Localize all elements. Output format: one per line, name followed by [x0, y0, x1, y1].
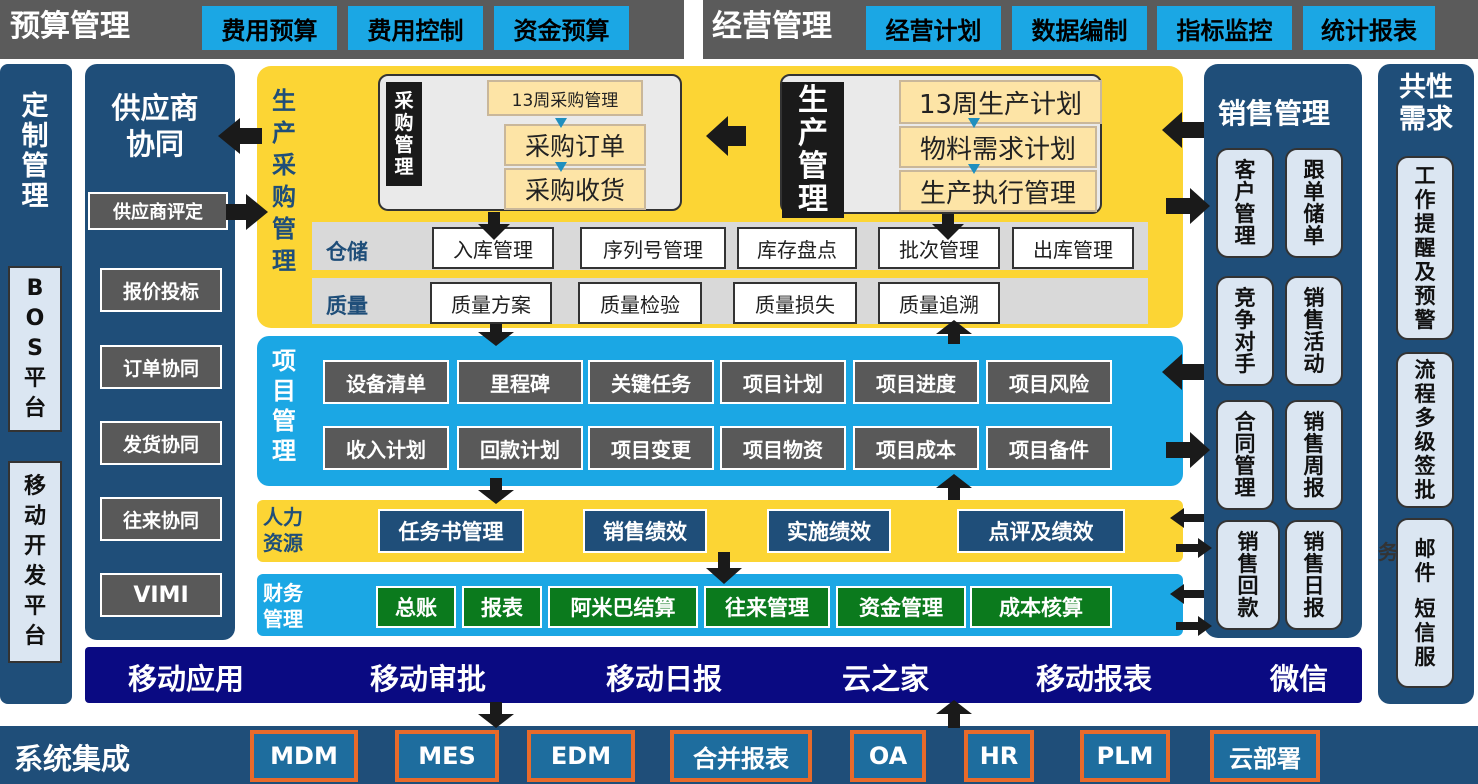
supplier-vimi[interactable]: VIMI — [100, 573, 222, 617]
mobile-approval[interactable]: 移动审批 — [370, 662, 487, 696]
budget-item-2[interactable]: 费用控制 — [348, 6, 483, 50]
finance-amoeba[interactable]: 阿米巴结算 — [548, 586, 698, 628]
sales-weekly[interactable]: 销售周报 — [1285, 400, 1343, 510]
project-label: 项目管理 — [272, 347, 296, 465]
hr-impl-perf[interactable]: 实施绩效 — [767, 509, 891, 553]
common-overflow-char: 务 — [1378, 540, 1398, 564]
project-cost[interactable]: 项目成本 — [853, 426, 979, 470]
sales-activity[interactable]: 销售活动 — [1285, 276, 1343, 386]
integration-consolidated[interactable]: 合并报表 — [670, 730, 812, 782]
prod-mrp[interactable]: 物料需求计划 — [899, 126, 1097, 168]
operation-item-1[interactable]: 经营计划 — [866, 6, 1001, 50]
production-side-label: 生产采购管理 — [272, 87, 296, 275]
operation-title: 经营管理 — [712, 9, 832, 44]
supplier-title: 供应商协同 — [111, 91, 199, 161]
project-equipment[interactable]: 设备清单 — [323, 360, 449, 404]
integration-mdm[interactable]: MDM — [250, 730, 358, 782]
sales-order-track[interactable]: 跟单储单 — [1285, 148, 1343, 258]
quality-loss[interactable]: 质量损失 — [733, 282, 857, 324]
project-spares[interactable]: 项目备件 — [986, 426, 1112, 470]
mobile-daily[interactable]: 移动日报 — [606, 662, 723, 696]
sales-title: 销售管理 — [1218, 97, 1331, 130]
warehouse-in[interactable]: 入库管理 — [432, 227, 554, 269]
integration-oa[interactable]: OA — [850, 730, 926, 782]
mobile-app[interactable]: 移动应用 — [128, 662, 245, 696]
common-approval[interactable]: 流程多级签批 — [1396, 352, 1454, 508]
project-payback[interactable]: 回款计划 — [457, 426, 583, 470]
warehouse-batch[interactable]: 批次管理 — [878, 227, 1000, 269]
custom-title: 定制管理 — [21, 91, 49, 212]
supplier-delivery[interactable]: 发货协同 — [100, 421, 222, 465]
arrow-up-icon — [936, 700, 972, 728]
mobile-wechat[interactable]: 微信 — [1270, 662, 1329, 696]
hr-review[interactable]: 点评及绩效 — [957, 509, 1125, 553]
integration-plm[interactable]: PLM — [1080, 730, 1170, 782]
sales-contract[interactable]: 合同管理 — [1216, 400, 1274, 510]
common-title: 共性需求 — [1399, 72, 1453, 135]
quality-inspect[interactable]: 质量检验 — [578, 282, 702, 324]
supplier-order[interactable]: 订单协同 — [100, 345, 222, 389]
prod-title: 生产管理 — [782, 82, 844, 218]
purchase-order[interactable]: 采购订单 — [504, 124, 646, 166]
project-materials[interactable]: 项目物资 — [720, 426, 846, 470]
supplier-quote[interactable]: 报价投标 — [100, 268, 222, 312]
project-milestone[interactable]: 里程碑 — [457, 360, 583, 404]
hr-sales-perf[interactable]: 销售绩效 — [583, 509, 707, 553]
finance-label: 财务管理 — [263, 581, 303, 631]
project-plan[interactable]: 项目计划 — [720, 360, 846, 404]
prod-execution[interactable]: 生产执行管理 — [899, 170, 1097, 212]
budget-title: 预算管理 — [10, 9, 130, 44]
hr-label: 人力资源 — [263, 505, 303, 555]
project-progress[interactable]: 项目进度 — [853, 360, 979, 404]
sales-payment[interactable]: 销售回款 — [1216, 520, 1280, 630]
prod-13wk[interactable]: 13周生产计划 — [899, 80, 1102, 124]
finance-report[interactable]: 报表 — [462, 586, 542, 628]
finance-cost[interactable]: 成本核算 — [970, 586, 1112, 628]
budget-item-3[interactable]: 资金预算 — [494, 6, 629, 50]
operation-item-2[interactable]: 数据编制 — [1012, 6, 1147, 50]
budget-item-1[interactable]: 费用预算 — [202, 6, 337, 50]
quality-label: 质量 — [326, 294, 368, 318]
mobile-bar — [85, 647, 1362, 703]
finance-funds[interactable]: 资金管理 — [836, 586, 966, 628]
mobile-dev-platform[interactable]: 移动开发平台 — [8, 461, 62, 663]
integration-cloud-deploy[interactable]: 云部署 — [1210, 730, 1320, 782]
hr-task[interactable]: 任务书管理 — [378, 509, 524, 553]
integration-edm[interactable]: EDM — [527, 730, 635, 782]
finance-ledger[interactable]: 总账 — [376, 586, 456, 628]
purchase-13wk[interactable]: 13周采购管理 — [487, 80, 643, 116]
operation-item-3[interactable]: 指标监控 — [1157, 6, 1292, 50]
arrow-down-icon — [478, 702, 514, 728]
common-messaging[interactable]: 邮件短信服 — [1396, 518, 1454, 688]
project-income[interactable]: 收入计划 — [323, 426, 449, 470]
supplier-eval[interactable]: 供应商评定 — [88, 192, 228, 230]
sales-customer[interactable]: 客户管理 — [1216, 148, 1274, 258]
mobile-cloud-home[interactable]: 云之家 — [842, 662, 930, 696]
integration-hr[interactable]: HR — [964, 730, 1034, 782]
common-reminder[interactable]: 工作提醒及预警 — [1396, 156, 1454, 340]
supplier-account[interactable]: 往来协同 — [100, 497, 222, 541]
mobile-report[interactable]: 移动报表 — [1036, 662, 1153, 696]
sales-daily[interactable]: 销售日报 — [1285, 520, 1343, 630]
warehouse-out[interactable]: 出库管理 — [1012, 227, 1134, 269]
project-key-task[interactable]: 关键任务 — [588, 360, 714, 404]
finance-account[interactable]: 往来管理 — [704, 586, 830, 628]
quality-trace[interactable]: 质量追溯 — [878, 282, 1000, 324]
purchase-title: 采购管理 — [386, 82, 422, 186]
warehouse-label: 仓储 — [326, 240, 368, 264]
purchase-receipt[interactable]: 采购收货 — [504, 168, 646, 210]
operation-item-4[interactable]: 统计报表 — [1303, 6, 1435, 50]
sales-competitor[interactable]: 竞争对手 — [1216, 276, 1274, 386]
project-risk[interactable]: 项目风险 — [986, 360, 1112, 404]
integration-mes[interactable]: MES — [395, 730, 499, 782]
warehouse-stocktake[interactable]: 库存盘点 — [737, 227, 857, 269]
integration-title: 系统集成 — [14, 742, 131, 776]
warehouse-serial[interactable]: 序列号管理 — [580, 227, 726, 269]
quality-plan[interactable]: 质量方案 — [430, 282, 552, 324]
project-change[interactable]: 项目变更 — [588, 426, 714, 470]
